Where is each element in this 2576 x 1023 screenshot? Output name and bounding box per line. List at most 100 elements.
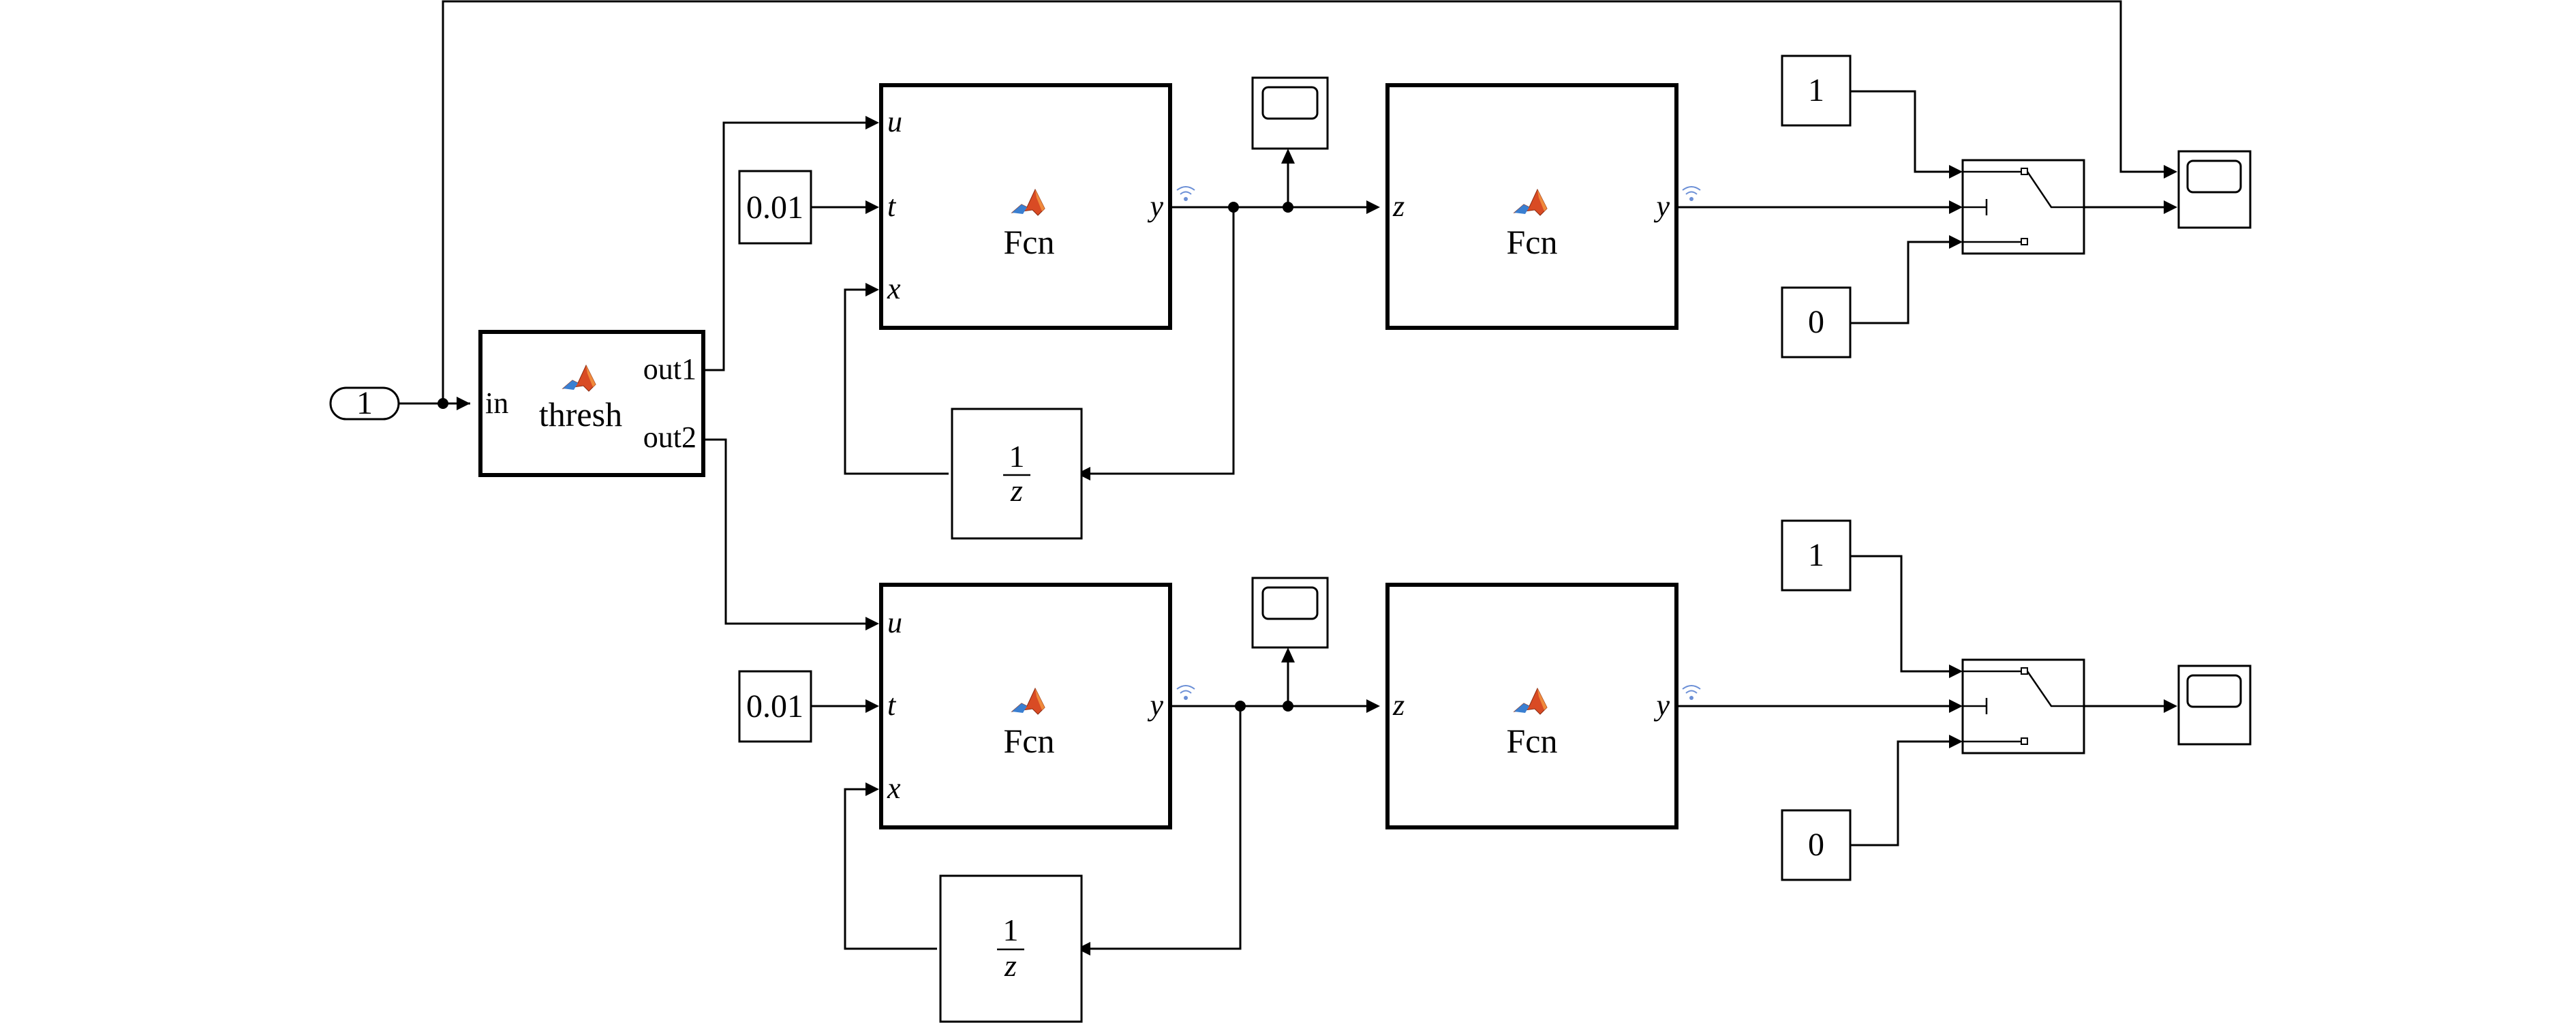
- bottom-switch-block[interactable]: [1961, 658, 2085, 754]
- top-fcn2-port-z: z: [1392, 189, 1405, 223]
- wire-top-feedback-out: [844, 288, 949, 475]
- arrow-top-z: [1366, 200, 1380, 214]
- top-branch: 0.01 u t x y Fcn 1 z z y: [738, 55, 2252, 540]
- wire-top-const0-switch: [1850, 241, 1952, 324]
- thresh-port-out2: out2: [643, 421, 696, 454]
- scope-screen: [1261, 86, 1319, 120]
- arrow-thresh-in: [457, 397, 470, 410]
- switch-contact-bottom: [2021, 238, 2028, 245]
- top-const-high[interactable]: 1: [1781, 55, 1852, 127]
- wire-top-feedback-in: [1090, 207, 1235, 475]
- top-mid-scope[interactable]: [1251, 76, 1329, 150]
- bottom-fcn1-port-t: t: [887, 688, 897, 722]
- junction-inport: [438, 398, 448, 409]
- signal-logging-icon: [1176, 685, 1195, 701]
- top-const-low[interactable]: 0: [1781, 286, 1852, 358]
- thresh-block[interactable]: in out1 out2 thresh: [478, 330, 705, 477]
- wire-bot-const0-switch: [1850, 740, 1952, 846]
- bottom-delay-denominator: z: [1004, 948, 1017, 983]
- bottom-fcn2-port-z: z: [1392, 688, 1405, 722]
- thresh-port-in: in: [485, 386, 508, 420]
- arrow-bot-u: [865, 617, 879, 630]
- arrow-top-scope-mid: [1281, 149, 1295, 164]
- bottom-fcn2-block[interactable]: z y Fcn: [1385, 583, 1701, 829]
- top-const-high-value: 1: [1808, 72, 1824, 108]
- bottom-fcn1-port-u: u: [887, 606, 902, 639]
- bottom-const-high-shape[interactable]: [1781, 519, 1852, 592]
- top-fcn1-block[interactable]: u t x y Fcn: [879, 83, 1195, 330]
- bottom-const-high[interactable]: 1: [1781, 519, 1852, 592]
- inport-block[interactable]: 1: [329, 385, 400, 421]
- scope-screen: [2186, 674, 2242, 708]
- arrow-bot-x: [865, 782, 879, 796]
- junction-bot-feedback: [1235, 701, 1246, 712]
- wire-out1-u: [703, 121, 872, 371]
- top-fcn2-port-y: y: [1653, 189, 1670, 223]
- wire-top-const1-switch: [1850, 90, 1952, 173]
- switch-arm: [2026, 671, 2084, 707]
- arrow-top-sw3: [1949, 235, 1963, 249]
- top-constant-shape[interactable]: [738, 170, 812, 245]
- arrow-bot-z: [1366, 699, 1380, 713]
- thresh-shape[interactable]: [478, 330, 705, 477]
- wire-inport-to-top-scope: [442, 0, 2171, 403]
- top-delay-block[interactable]: 1 z: [951, 408, 1083, 540]
- bottom-fcn2-label: Fcn: [1507, 722, 1558, 760]
- top-fcn2-label: Fcn: [1507, 223, 1558, 261]
- top-constant-t[interactable]: 0.01: [738, 170, 812, 245]
- bottom-out-scope[interactable]: [2177, 665, 2252, 746]
- top-const-high-shape[interactable]: [1781, 55, 1852, 127]
- bottom-fcn1-block[interactable]: u t x y Fcn: [879, 583, 1195, 829]
- junction-top-scope: [1283, 202, 1293, 213]
- arrow-top-scope-in1: [2164, 165, 2177, 179]
- wire-bot-const1-switch: [1850, 555, 1952, 673]
- arrowheads: [457, 116, 2177, 956]
- top-const-low-value: 0: [1808, 304, 1824, 340]
- top-const-low-shape[interactable]: [1781, 286, 1852, 358]
- top-out-scope[interactable]: [2177, 150, 2252, 229]
- thresh-port-out1: out1: [643, 352, 696, 386]
- arrow-bot-t: [865, 699, 879, 713]
- signal-logging-icon: [1682, 186, 1701, 202]
- top-fcn1-port-y: y: [1147, 189, 1163, 223]
- switch-contact-bottom: [2021, 737, 2028, 745]
- bottom-const-low-shape[interactable]: [1781, 809, 1852, 881]
- arrow-bot-delay: [1077, 942, 1090, 956]
- top-switch-block[interactable]: [1961, 159, 2085, 255]
- top-delay-numerator: 1: [1009, 439, 1025, 474]
- top-fcn1-label: Fcn: [1004, 223, 1055, 261]
- bottom-mid-scope[interactable]: [1251, 577, 1329, 649]
- bottom-delay-numerator: 1: [1003, 913, 1019, 947]
- bottom-constant-t[interactable]: 0.01: [738, 670, 812, 743]
- wire-out2-u: [703, 438, 872, 625]
- switch-arm: [2026, 171, 2084, 209]
- switch-contact-top: [2021, 667, 2028, 675]
- inport-shape[interactable]: [329, 386, 400, 421]
- arrow-top-sw1: [1949, 165, 1963, 179]
- thresh-label: thresh: [539, 395, 622, 433]
- arrow-top-u: [865, 116, 879, 129]
- junction-dots: [438, 202, 1293, 712]
- arrow-bot-sw1: [1949, 665, 1963, 678]
- arrow-top-x: [865, 283, 879, 296]
- top-fcn1-port-x: x: [887, 272, 901, 305]
- bottom-delay-block[interactable]: 1 z: [939, 874, 1083, 1023]
- bottom-branch: 0.01 u t x y Fcn 1 z z y Fcn: [738, 519, 2252, 1023]
- signal-logging-icon: [1176, 186, 1195, 202]
- bottom-const-high-value: 1: [1808, 537, 1824, 573]
- signal-logging-icon: [1682, 685, 1701, 701]
- bottom-constant-value: 0.01: [746, 688, 803, 724]
- arrow-bot-sw2: [1949, 699, 1963, 713]
- wire-bot-feedback-out: [844, 788, 937, 950]
- arrow-bot-scope-in: [2164, 699, 2177, 713]
- signal-lines: [399, 0, 2171, 950]
- bottom-const-low[interactable]: 0: [1781, 809, 1852, 881]
- bottom-constant-shape[interactable]: [738, 670, 812, 743]
- arrow-top-sw2: [1949, 200, 1963, 214]
- top-fcn2-block[interactable]: z y Fcn: [1385, 83, 1701, 330]
- arrow-bot-sw3: [1949, 735, 1963, 748]
- top-delay-shape[interactable]: [951, 408, 1083, 540]
- bottom-fcn1-label: Fcn: [1004, 722, 1055, 760]
- top-fcn1-port-t: t: [887, 189, 897, 223]
